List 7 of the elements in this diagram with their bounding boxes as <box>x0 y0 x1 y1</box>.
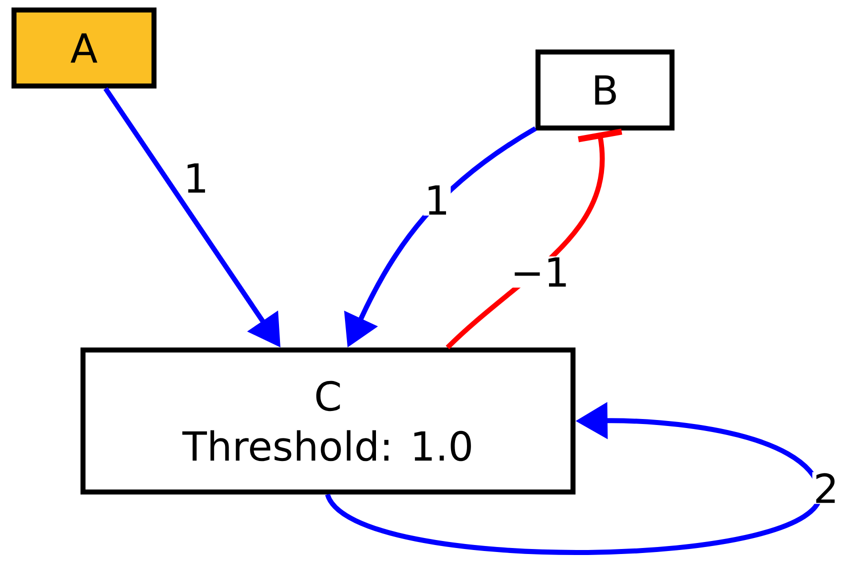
edge-label: 2 <box>812 472 840 504</box>
node-box: B <box>536 50 674 130</box>
node-box: C Threshold: 1.0 <box>80 348 576 494</box>
node-box: A <box>12 8 156 88</box>
edge-label: 1 <box>423 184 451 216</box>
edge-label: −1 <box>510 256 570 288</box>
edge-label: 1 <box>182 162 210 194</box>
